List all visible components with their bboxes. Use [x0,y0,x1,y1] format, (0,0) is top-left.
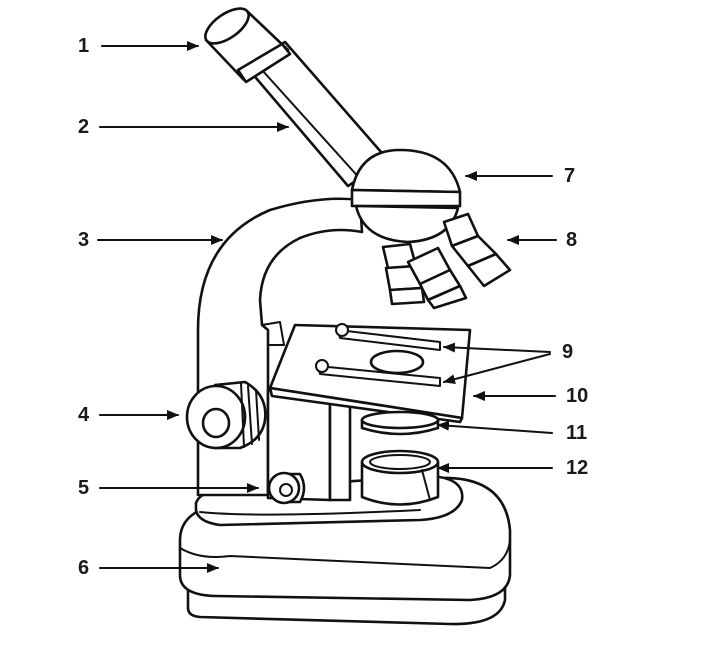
leader-line-9b [443,353,551,385]
stage-clips [315,323,441,387]
objective-lenses [381,212,512,310]
diaphragm [360,410,440,436]
label-12: 12 [566,457,589,479]
label-4: 4 [78,404,90,426]
leader-line-9a [443,342,551,353]
label-9: 9 [562,341,574,363]
leader-line-11 [437,420,553,434]
coarse-focus-knob [185,380,267,450]
label-2: 2 [78,116,90,138]
label-1: 1 [78,35,90,57]
label-10: 10 [566,385,589,407]
revolving-nosepiece [350,148,462,244]
label-5: 5 [78,477,90,499]
label-11: 11 [566,422,588,444]
fine-focus-knob [267,471,306,505]
eyepiece [204,7,292,84]
leader-lines [97,41,557,573]
label-3: 3 [78,229,90,251]
light-source [360,449,440,506]
label-7: 7 [564,165,576,187]
label-6: 6 [78,557,90,579]
label-8: 8 [566,229,578,251]
